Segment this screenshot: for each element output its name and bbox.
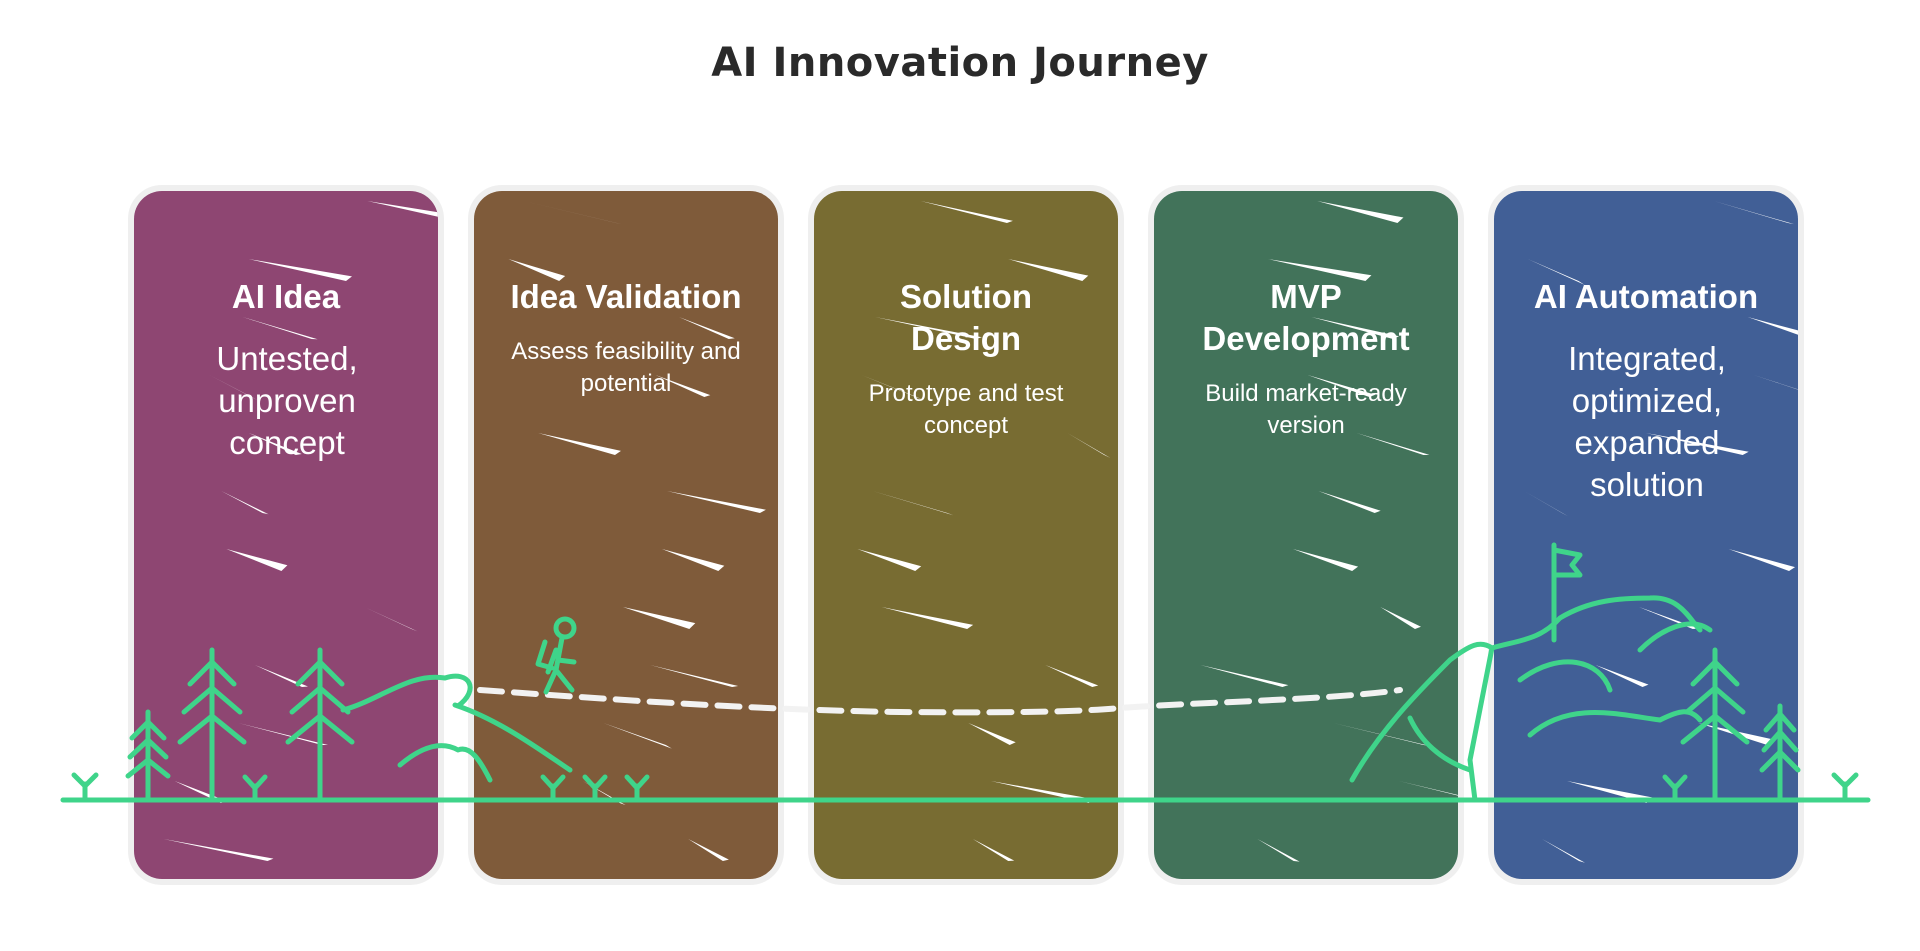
scribble-gap: [920, 201, 1013, 223]
scribble-gap: [1267, 259, 1372, 281]
scribble-gap: [508, 259, 566, 281]
grass-icon: [71, 772, 99, 803]
scribble-gap: [1045, 665, 1099, 687]
scribble-gap: [163, 839, 274, 861]
stage-card-ai-automation: AI Automation Integrated, optimized, exp…: [1488, 185, 1804, 885]
stage-card-ai-idea: AI Idea Untested, unproven concept: [128, 185, 444, 885]
scribble-gap: [661, 549, 725, 571]
stage-description: Integrated, optimized, expanded solution: [1568, 340, 1726, 503]
scribble-gap: [1200, 665, 1289, 687]
scribble-gap: [688, 839, 729, 861]
stage-heading: MVP Development: [1202, 278, 1410, 357]
scribble-gap: [238, 723, 329, 746]
scribble-gap: [603, 723, 672, 749]
stage-heading: Idea Validation: [510, 278, 742, 315]
scribble-gap: [221, 491, 269, 515]
stage-card-idea-validation: Idea Validation Assess feasibility and p…: [468, 185, 784, 885]
scribble-gap: [538, 433, 621, 455]
scribble-gap: [857, 549, 922, 571]
stage-description: Prototype and test concept: [868, 380, 1064, 439]
stage-description: Build market-ready version: [1205, 380, 1407, 439]
stage-description: Assess feasibility and potential: [511, 338, 741, 397]
scribble-gap: [655, 375, 711, 397]
stage-heading: AI Idea: [231, 278, 341, 315]
scribble-gap: [881, 607, 974, 629]
scribble-gap: [1542, 839, 1586, 863]
grass-icon: [1831, 772, 1859, 803]
scribble-gap: [209, 375, 258, 401]
scribble-fill: [134, 191, 438, 879]
stage-card-mvp-development: MVP Development Build market-ready versi…: [1148, 185, 1464, 885]
stage-heading: Solution Design: [900, 278, 1032, 357]
stage-card-solution-design: Solution Design Prototype and test conce…: [808, 185, 1124, 885]
stage-description: Untested, unproven concept: [216, 340, 358, 461]
scribble-gap: [678, 317, 735, 339]
scribble-gap: [1380, 607, 1421, 629]
scribble-gap: [968, 723, 1016, 745]
page-title: AI Innovation Journey: [711, 40, 1209, 86]
scribble-gap: [1645, 433, 1749, 455]
scribble-gap: [524, 201, 623, 225]
scribble-gap: [1292, 549, 1359, 571]
scribble-gap: [226, 549, 288, 571]
scribble-gap: [1318, 491, 1381, 513]
scribble-gap: [1356, 433, 1430, 455]
scribble-gap: [364, 607, 418, 632]
scribble-gap: [622, 607, 696, 629]
scribble-gap: [972, 839, 1015, 861]
scribble-gap: [872, 491, 954, 516]
scribble-gap: [875, 317, 982, 339]
scribble-gap: [650, 665, 739, 687]
scribble-gap: [248, 259, 353, 281]
scribble-gap: [1317, 201, 1404, 223]
stage-heading: AI Automation: [1533, 278, 1759, 315]
scribble-gap: [1527, 259, 1585, 285]
scribble-gap: [248, 433, 302, 455]
scribble-gap: [1307, 375, 1376, 397]
scribble-gap: [1728, 549, 1796, 571]
scribble-gap: [667, 491, 766, 513]
scribble-gap: [1311, 317, 1399, 339]
scribble-gap: [1524, 491, 1569, 517]
scribble-gap: [1008, 259, 1089, 281]
